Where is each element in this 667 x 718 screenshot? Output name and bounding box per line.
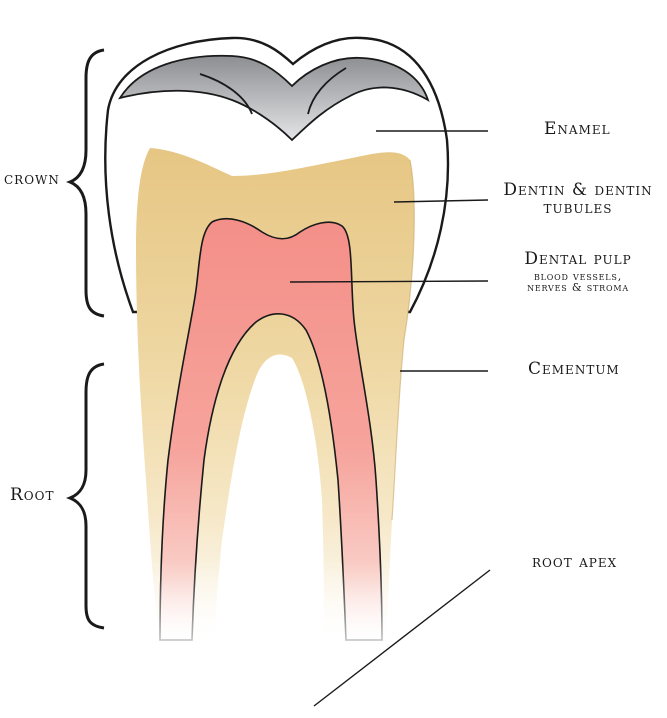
cusp-line-right [307,67,347,115]
crown-label: crown [4,169,60,189]
dentin-label-line1: Dentin & dentin [503,180,653,200]
cusp-line-left [199,73,253,115]
dentin-label: Dentin & dentin tubules [492,180,664,218]
root-apex-leader [313,569,491,707]
dentin-leader [393,199,489,203]
pulp [159,217,383,641]
pulp-leader [289,280,489,283]
pulp-sub-line1: blood vessels, [534,269,622,283]
root-brace [65,362,105,630]
root-fade [130,560,410,670]
root-label: Root [10,485,55,505]
enamel-label: Enamel [544,119,611,139]
crown-brace [65,48,105,318]
occlusal-surface [118,54,430,142]
pulp-sub-line2: nerves & stroma [527,281,629,295]
pulp-title: Dental pulp [524,249,632,269]
dentin-outline-right [391,159,415,521]
pulp-label: Dental pulp blood vessels, nerves & stro… [494,249,662,295]
root-apex-label: root apex [532,552,618,572]
cementum-label: Cementum [528,359,620,379]
dentin-label-line2: tubules [543,197,613,218]
